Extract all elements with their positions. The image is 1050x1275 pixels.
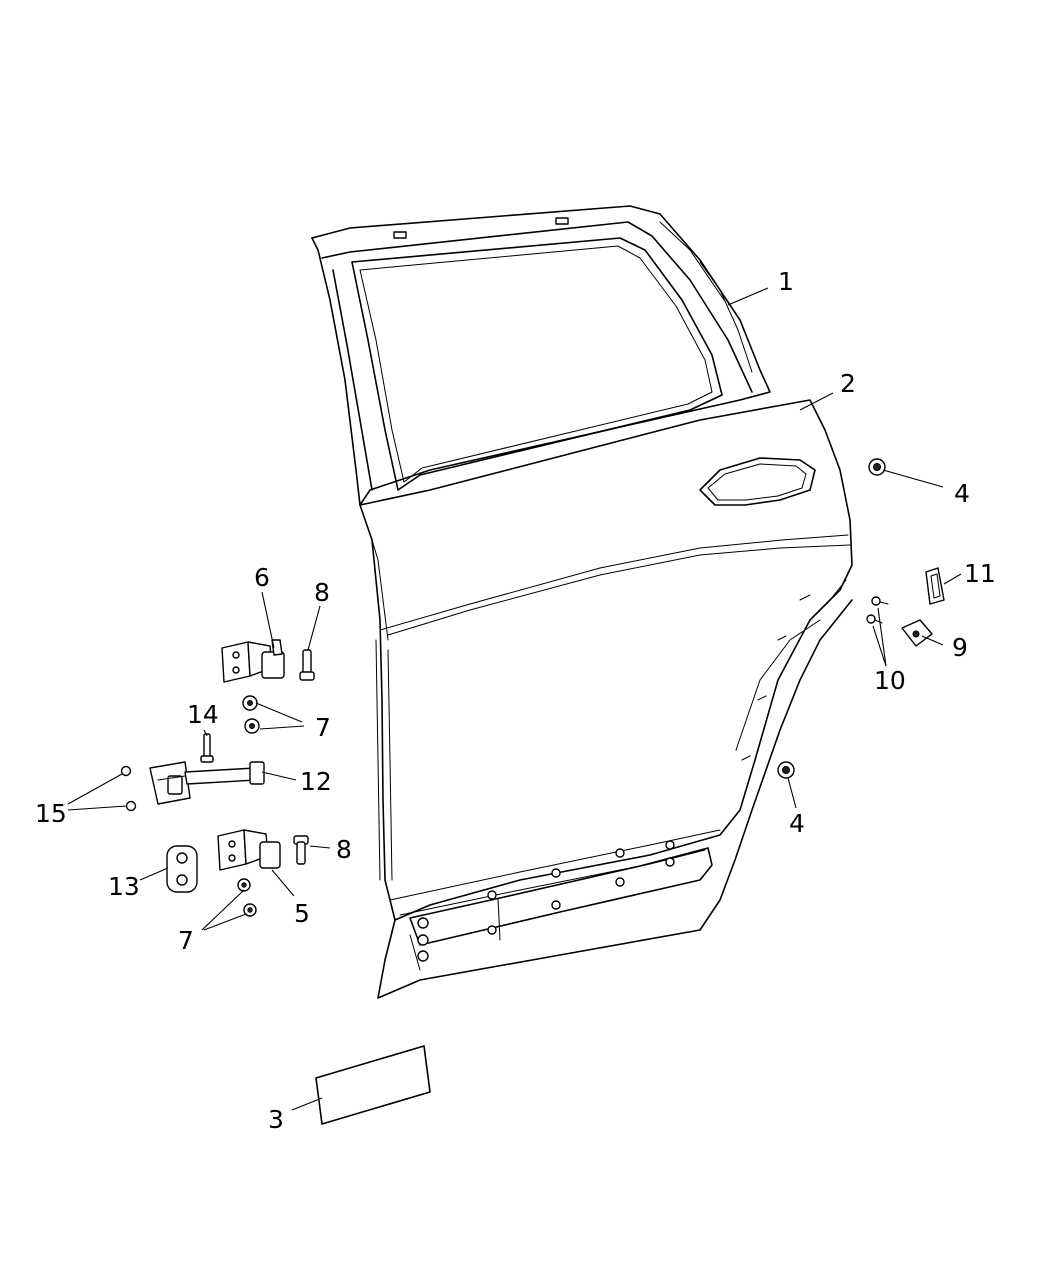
callout-14: 14 <box>187 700 219 729</box>
check-strap-nut-2 <box>125 800 137 812</box>
callout-15: 15 <box>35 799 67 828</box>
hinge-screw-2 <box>244 718 260 734</box>
door-striker <box>901 619 933 647</box>
check-link-bolt <box>200 733 214 763</box>
callout-4-upper: 4 <box>954 479 970 508</box>
hinge-bolt-lower <box>293 835 309 865</box>
door-shell <box>359 399 853 999</box>
upper-hinge <box>221 639 285 683</box>
striker-cover <box>925 567 945 605</box>
nut-lower <box>777 761 795 779</box>
callout-6: 6 <box>254 563 270 592</box>
callout-11: 11 <box>964 559 996 588</box>
callout-8-upper: 8 <box>314 578 330 607</box>
door-label <box>315 1045 431 1125</box>
lower-hinge <box>217 829 281 871</box>
callout-7-lower: 7 <box>178 926 194 955</box>
check-strap-bracket <box>166 845 198 893</box>
callout-1: 1 <box>778 267 794 296</box>
striker-screw-2 <box>866 614 883 624</box>
callout-13: 13 <box>108 872 140 901</box>
hinge-bolt-upper <box>299 649 315 681</box>
leader-lines <box>67 287 962 1111</box>
callout-7-upper: 7 <box>315 713 331 742</box>
callout-2: 2 <box>840 369 856 398</box>
callout-10: 10 <box>874 666 906 695</box>
callout-5: 5 <box>294 899 310 928</box>
door-window-frame <box>311 205 771 506</box>
hinge-screw-4 <box>243 903 257 917</box>
callout-4-lower: 4 <box>789 809 805 838</box>
callout-3: 3 <box>268 1105 284 1134</box>
check-strap-nut-1 <box>120 765 132 777</box>
striker-screw-1 <box>871 596 889 606</box>
door-check-strap <box>149 761 265 805</box>
nut-upper <box>868 458 886 476</box>
callout-12: 12 <box>300 767 332 796</box>
callout-8-lower: 8 <box>336 835 352 864</box>
hinge-screw-3 <box>237 878 251 892</box>
hinge-screw-1 <box>242 695 258 711</box>
callout-9: 9 <box>952 633 968 662</box>
